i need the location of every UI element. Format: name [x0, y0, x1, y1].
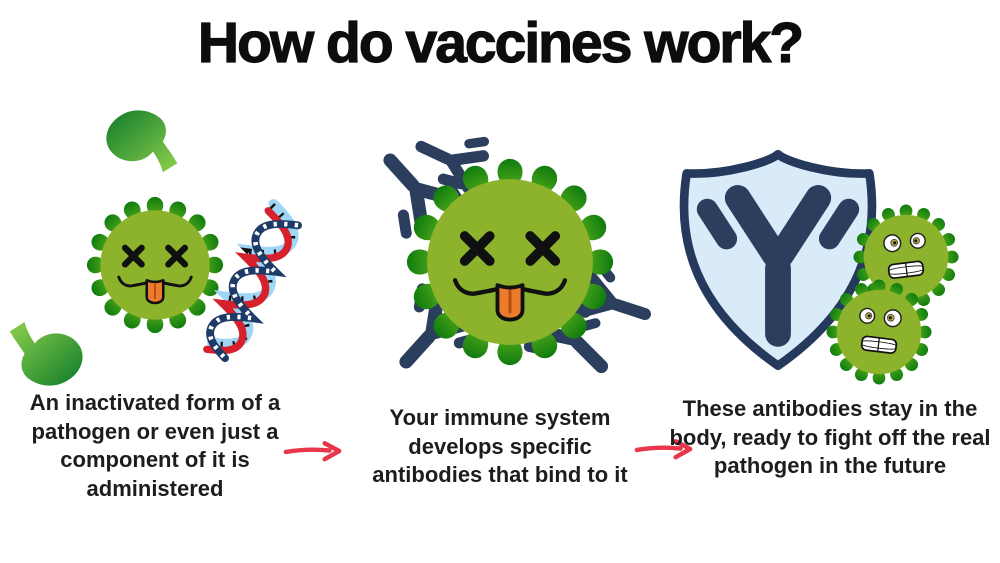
page-title: How do vaccines work?	[197, 10, 804, 75]
step2-illustration	[340, 109, 663, 403]
step3-illustration	[655, 130, 1000, 390]
step1-caption: An inactivated form of a pathogen or eve…	[29, 390, 281, 501]
arrow-right-icon	[283, 436, 345, 466]
protein-fragment-icon	[9, 322, 83, 386]
step2-caption: Your immune system develops specific ant…	[372, 405, 628, 488]
protein-fragment-icon	[106, 110, 178, 173]
step1-illustration	[0, 95, 320, 395]
scared-virus-icon	[825, 278, 933, 386]
step3-caption: These antibodies stay in the body, ready…	[669, 396, 991, 479]
inactivated-virus-icon	[404, 156, 616, 368]
